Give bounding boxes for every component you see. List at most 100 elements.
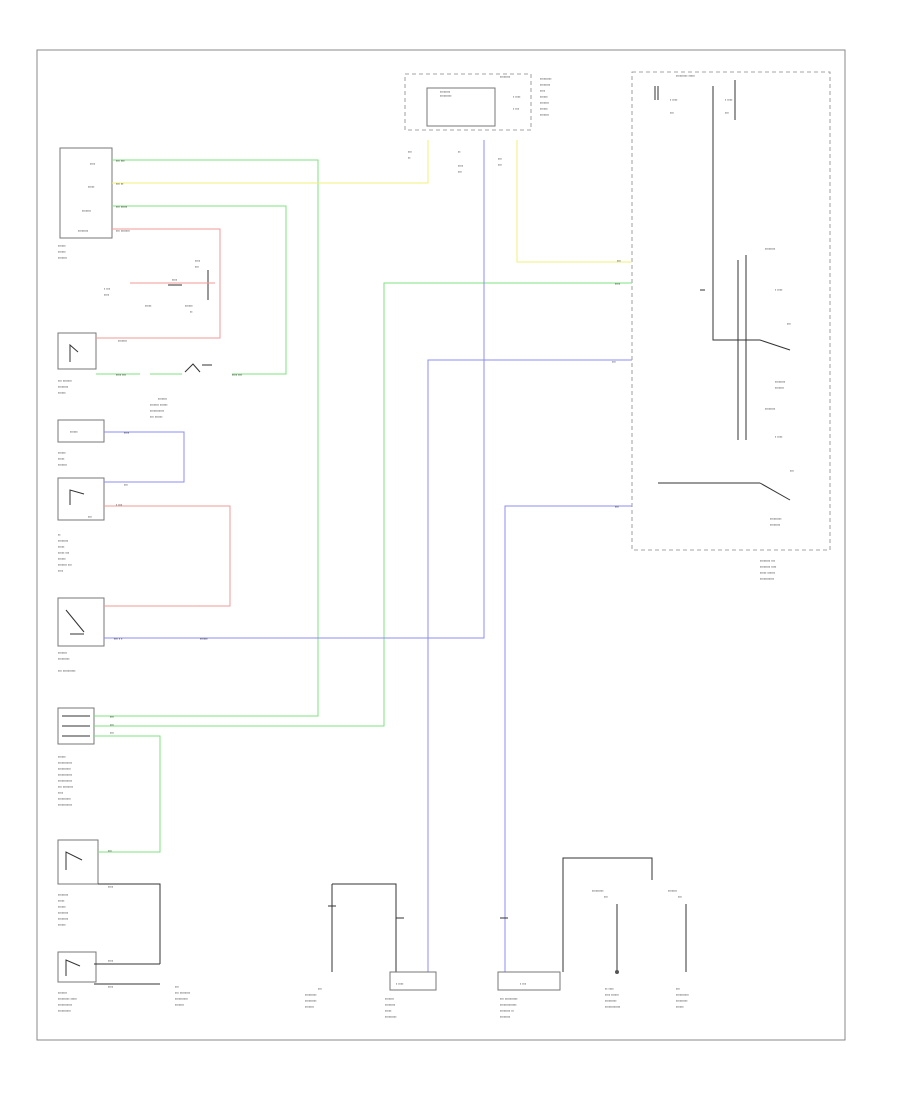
svg-text:▪ ▪▪▪▪: ▪ ▪▪▪▪: [396, 982, 403, 986]
svg-text:▪▪▪▪▪▪▪▪▪: ▪▪▪▪▪▪▪▪▪: [676, 999, 687, 1003]
svg-text:▪ ▪▪▪▪: ▪ ▪▪▪▪: [775, 435, 782, 439]
svg-text:▪▪▪▪▪▪▪▪▪: ▪▪▪▪▪▪▪▪▪: [305, 993, 316, 997]
wire-yellow-2: [516, 140, 632, 263]
svg-text:▪▪▪▪▪▪: ▪▪▪▪▪▪: [540, 95, 548, 99]
svg-text:▪▪▪: ▪▪▪: [175, 985, 179, 989]
svg-text:▪▪: ▪▪: [408, 156, 411, 160]
svg-text:▪▪▪▪▪▪: ▪▪▪▪▪▪: [58, 391, 66, 395]
svg-text:▪ ▪▪▪: ▪ ▪▪▪: [513, 107, 519, 111]
svg-text:▪▪▪: ▪▪▪: [670, 111, 674, 115]
svg-text:▪▪▪▪▪ ▪▪▪: ▪▪▪▪▪ ▪▪▪: [58, 551, 69, 555]
wire-yellow-1: [112, 140, 429, 184]
svg-text:▪▪▪▪▪▪: ▪▪▪▪▪▪: [58, 250, 66, 254]
svg-text:▪▪▪▪▪▪▪▪▪: ▪▪▪▪▪▪▪▪▪: [440, 94, 451, 98]
svg-text:▪▪▪: ▪▪▪: [787, 322, 791, 326]
wire-green-4: [94, 735, 161, 853]
svg-text:▪▪▪ ▪▪▪▪▪▪▪: ▪▪▪ ▪▪▪▪▪▪▪: [116, 229, 130, 233]
heater-control-panel: ▪▪▪ ▪▪▪ ▪▪▪ ▪▪▪▪▪▪ ▪▪▪▪▪▪▪▪▪▪▪ ▪▪▪▪▪▪▪▪▪…: [57, 707, 114, 807]
wire-red-2: [104, 505, 231, 607]
svg-text:▪▪▪▪▪: ▪▪▪▪▪: [58, 545, 64, 549]
radiator-fan-motor: ▪ ▪▪▪▪ ▪▪▪▪▪▪▪ ▪▪▪▪▪▪▪▪ ▪▪▪▪▪ ▪▪▪▪▪▪▪▪▪ …: [305, 883, 437, 1019]
svg-text:▪▪▪▪▪▪▪▪▪▪▪: ▪▪▪▪▪▪▪▪▪▪▪: [150, 409, 164, 413]
svg-text:▪▪▪▪▪▪▪▪: ▪▪▪▪▪▪▪▪: [58, 539, 68, 543]
svg-text:▪▪▪▪▪▪▪▪: ▪▪▪▪▪▪▪▪: [765, 407, 775, 411]
svg-text:▪▪ ▪▪▪▪: ▪▪ ▪▪▪▪: [605, 987, 614, 991]
svg-text:▪ ▪▪▪▪: ▪ ▪▪▪▪: [775, 288, 782, 292]
wire-blue-3: [427, 359, 632, 972]
svg-text:▪▪▪▪▪▪▪▪▪: ▪▪▪▪▪▪▪▪▪: [58, 657, 69, 661]
svg-text:▪▪▪▪▪▪▪▪▪▪▪: ▪▪▪▪▪▪▪▪▪▪▪: [58, 761, 72, 765]
svg-text:▪ ▪▪▪▪: ▪ ▪▪▪▪: [513, 95, 520, 99]
svg-text:▪▪▪▪▪▪▪▪: ▪▪▪▪▪▪▪▪: [440, 90, 450, 94]
svg-text:▪▪▪▪▪▪▪▪▪: ▪▪▪▪▪▪▪▪▪: [770, 517, 781, 521]
svg-text:▪▪▪ ▪▪▪▪▪▪▪▪▪▪: ▪▪▪ ▪▪▪▪▪▪▪▪▪▪: [500, 997, 518, 1001]
ac-switch: ▪▪▪ ▪▪▪▪ ▪▪▪▪▪▪▪▪ ▪▪▪▪▪ ▪▪▪▪▪▪ ▪▪▪▪▪▪▪▪ …: [57, 839, 113, 927]
svg-text:▪▪▪▪▪: ▪▪▪▪▪: [385, 1009, 391, 1013]
svg-text:▪▪▪▪▪▪▪: ▪▪▪▪▪▪▪: [540, 113, 549, 117]
svg-text:▪▪▪▪▪▪▪▪ ▪▪▪: ▪▪▪▪▪▪▪▪ ▪▪▪: [760, 559, 775, 563]
svg-text:▪▪▪▪▪▪▪: ▪▪▪▪▪▪▪: [158, 397, 167, 401]
ac-pressure-switch: ▪▪▪▪ ▪▪▪ ▪▪▪▪ ▪ ▪▪▪ ▪▪▪▪ ▪▪▪▪▪ ▪▪▪▪▪▪ ▪▪: [104, 259, 209, 314]
svg-text:▪▪▪▪▪▪▪: ▪▪▪▪▪▪▪: [58, 256, 67, 260]
svg-text:▪▪▪▪▪: ▪▪▪▪▪: [88, 185, 94, 189]
wire-blue-4: [504, 505, 632, 972]
svg-text:▪▪: ▪▪: [458, 150, 461, 154]
svg-text:▪▪▪▪: ▪▪▪▪: [58, 569, 63, 573]
svg-text:▪▪▪▪▪▪▪▪: ▪▪▪▪▪▪▪▪: [500, 1015, 510, 1019]
svg-text:▪▪▪: ▪▪▪: [108, 849, 112, 853]
svg-text:▪▪▪▪▪▪: ▪▪▪▪▪▪: [200, 637, 208, 641]
svg-text:▪▪▪▪: ▪▪▪▪: [458, 164, 463, 168]
svg-text:▪▪▪▪▪▪▪▪ ▪▪: ▪▪▪▪▪▪▪▪ ▪▪: [500, 1009, 514, 1013]
svg-text:▪▪▪▪▪▪▪▪: ▪▪▪▪▪▪▪▪: [58, 893, 68, 897]
svg-text:▪▪: ▪▪: [58, 533, 61, 537]
svg-text:▪▪▪▪▪▪▪: ▪▪▪▪▪▪▪: [58, 991, 67, 995]
svg-text:▪▪▪▪ ▪▪▪: ▪▪▪▪ ▪▪▪: [116, 373, 126, 377]
blower-switch: ▪▪▪ ▪▪▪▪▪▪▪ ▪▪▪▪▪▪▪▪ ▪▪▪▪▪▪ ▪▪▪▪▪▪▪ ▪▪▪▪…: [57, 332, 242, 395]
svg-text:▪▪▪▪▪▪▪▪▪▪: ▪▪▪▪▪▪▪▪▪▪: [58, 767, 71, 771]
svg-text:▪▪▪ ▪▪▪▪▪: ▪▪▪ ▪▪▪▪▪: [116, 205, 127, 209]
svg-text:▪▪▪: ▪▪▪: [110, 731, 114, 735]
svg-text:▪▪▪▪▪▪: ▪▪▪▪▪▪: [58, 905, 66, 909]
svg-text:▪▪▪▪▪▪▪▪: ▪▪▪▪▪▪▪▪: [765, 247, 775, 251]
svg-text:▪▪▪▪▪▪: ▪▪▪▪▪▪: [58, 755, 66, 759]
svg-text:▪▪▪▪▪▪▪▪: ▪▪▪▪▪▪▪▪: [58, 917, 68, 921]
svg-text:▪▪▪: ▪▪▪: [676, 987, 680, 991]
svg-text:▪▪▪▪▪▪▪: ▪▪▪▪▪▪▪: [58, 651, 67, 655]
svg-text:▪▪▪▪: ▪▪▪▪: [195, 259, 200, 263]
svg-text:▪▪▪▪: ▪▪▪▪: [108, 959, 113, 963]
wire-blue-2: [104, 140, 485, 639]
wire-green-1: [94, 159, 319, 717]
ac-thermostat: ▪▪▪▪ ▪▪▪▪ ▪▪▪▪▪▪▪ ▪▪▪▪▪▪▪▪▪ ▪▪▪▪▪ ▪▪▪▪▪▪…: [57, 951, 190, 1013]
svg-text:▪▪▪▪▪▪▪▪: ▪▪▪▪▪▪▪▪: [540, 83, 550, 87]
wire-green-2: [112, 205, 287, 375]
svg-text:▪▪▪▪▪: ▪▪▪▪▪: [58, 457, 64, 461]
svg-text:▪▪▪▪: ▪▪▪▪: [90, 162, 95, 166]
diagram-frame: [36, 49, 846, 1041]
svg-text:▪▪▪: ▪▪▪: [110, 715, 114, 719]
svg-text:▪▪▪▪▪▪▪▪▪▪▪: ▪▪▪▪▪▪▪▪▪▪▪: [58, 779, 72, 783]
svg-text:▪▪▪▪ ▪▪▪▪▪▪: ▪▪▪▪ ▪▪▪▪▪▪: [605, 993, 619, 997]
svg-text:▪▪▪▪▪▪▪: ▪▪▪▪▪▪▪: [540, 101, 549, 105]
svg-text:▪▪▪▪▪▪▪ ▪▪▪: ▪▪▪▪▪▪▪ ▪▪▪: [58, 563, 72, 567]
svg-text:▪▪▪▪▪▪: ▪▪▪▪▪▪: [676, 1005, 684, 1009]
svg-text:▪▪▪: ▪▪▪: [725, 111, 729, 115]
svg-text:▪▪▪: ▪▪▪: [678, 895, 682, 899]
svg-text:▪▪▪▪▪▪▪▪▪▪: ▪▪▪▪▪▪▪▪▪▪: [676, 993, 689, 997]
engine-control-module: ▪▪▪▪ ▪▪▪▪▪ ▪▪▪▪▪▪▪ ▪▪▪▪▪▪▪▪ ▪▪▪▪▪▪ ▪▪▪▪▪…: [58, 147, 130, 260]
svg-text:▪▪▪▪▪▪▪▪: ▪▪▪▪▪▪▪▪: [500, 75, 510, 79]
svg-text:▪▪▪▪▪▪▪: ▪▪▪▪▪▪▪: [385, 997, 394, 1001]
svg-text:▪▪▪ ▪ ▪: ▪▪▪ ▪ ▪: [114, 637, 122, 641]
svg-text:▪▪▪: ▪▪▪: [615, 505, 619, 509]
fan-control-switch: ▪▪▪▪▪▪ ▪▪▪▪▪▪ ▪▪▪▪▪ ▪▪▪▪▪▪▪ ▪▪▪▪▪▪▪ ▪▪▪▪…: [57, 397, 168, 487]
svg-text:▪▪▪: ▪▪▪: [318, 987, 322, 991]
svg-text:▪▪▪▪▪▪▪: ▪▪▪▪▪▪▪: [668, 889, 677, 893]
svg-text:▪▪▪▪▪▪▪▪▪▪▪: ▪▪▪▪▪▪▪▪▪▪▪: [58, 803, 72, 807]
svg-text:▪▪▪▪▪▪▪▪▪▪▪: ▪▪▪▪▪▪▪▪▪▪▪: [58, 773, 72, 777]
svg-text:▪▪▪▪▪▪▪▪: ▪▪▪▪▪▪▪▪: [385, 1003, 395, 1007]
svg-text:▪▪▪▪▪▪▪▪▪▪▪▪▪: ▪▪▪▪▪▪▪▪▪▪▪▪▪: [500, 1003, 517, 1007]
svg-text:▪▪▪▪▪▪▪▪: ▪▪▪▪▪▪▪▪: [775, 380, 785, 384]
svg-text:▪▪▪: ▪▪▪: [617, 259, 621, 263]
svg-text:▪▪▪: ▪▪▪: [790, 469, 794, 473]
svg-text:▪▪▪▪▪▪▪▪▪▪▪: ▪▪▪▪▪▪▪▪▪▪▪: [58, 1003, 72, 1007]
svg-text:▪▪▪: ▪▪▪: [408, 150, 412, 154]
